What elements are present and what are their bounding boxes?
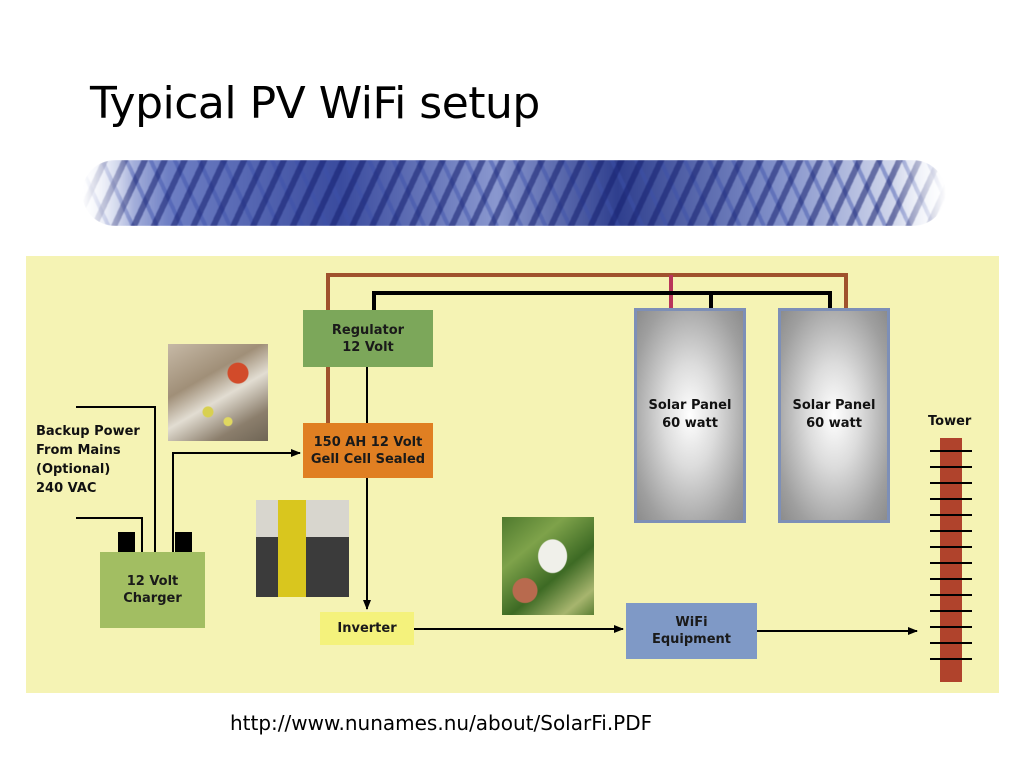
wifi-equipment-box: WiFi Equipment bbox=[626, 603, 757, 659]
mains-line-lower bbox=[76, 517, 143, 552]
solar-panel-2-label: Solar Panel 60 watt bbox=[792, 398, 876, 431]
pv-wifi-diagram: Regulator 12 Volt 150 AH 12 Volt Gell Ce… bbox=[26, 256, 999, 693]
charger-terminal-positive bbox=[175, 532, 192, 552]
mains-line-upper bbox=[76, 406, 156, 552]
negative-wire-loop bbox=[372, 291, 832, 310]
decorative-banner-image bbox=[82, 160, 946, 226]
solar-panel-1-label: Solar Panel 60 watt bbox=[648, 398, 732, 431]
wiring-photo bbox=[168, 344, 268, 441]
source-url: http://www.nunames.nu/about/SolarFi.PDF bbox=[230, 711, 653, 735]
solar-panel-2: Solar Panel 60 watt bbox=[778, 308, 890, 523]
tower-rungs-overlay bbox=[930, 450, 972, 660]
regulator-box: Regulator 12 Volt bbox=[303, 310, 433, 367]
backup-power-label: Backup Power From Mains (Optional) 240 V… bbox=[36, 424, 140, 496]
tower-label: Tower bbox=[928, 414, 972, 429]
inverter-box: Inverter bbox=[320, 612, 414, 645]
battery-box: 150 AH 12 Volt Gell Cell Sealed bbox=[303, 423, 433, 478]
charger-to-battery-line bbox=[172, 449, 301, 552]
charger-terminal-negative bbox=[118, 532, 135, 552]
tower-antenna-photo bbox=[502, 517, 594, 615]
inverter-photo bbox=[256, 500, 349, 597]
charger-box: 12 Volt Charger bbox=[100, 552, 205, 628]
slide-title: Typical PV WiFi setup bbox=[90, 78, 540, 129]
solar-panel-1: Solar Panel 60 watt bbox=[634, 308, 746, 523]
